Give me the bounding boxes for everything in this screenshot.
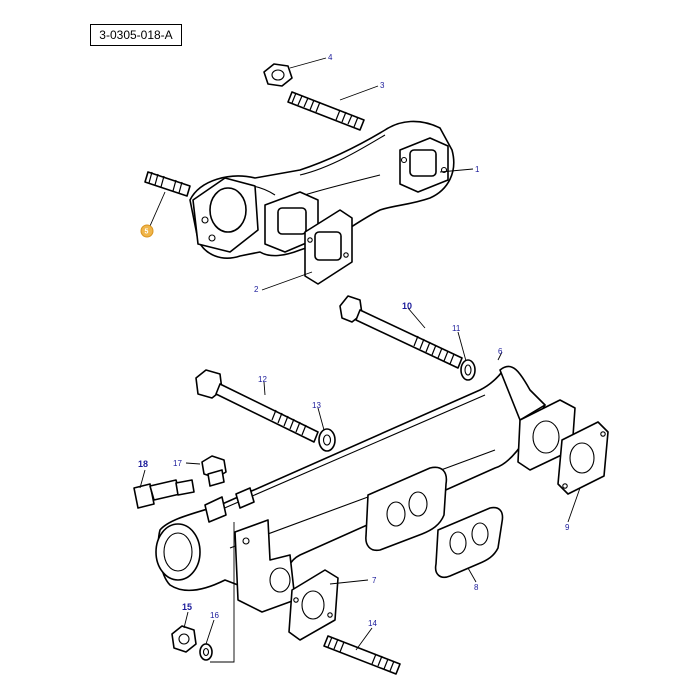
callout-16: 16 xyxy=(210,611,219,620)
part-11-washer[interactable] xyxy=(460,359,476,381)
diagram-reference-code: 3-0305-018-A xyxy=(90,24,182,46)
part-16-washer[interactable] xyxy=(199,643,213,661)
part-4-nut[interactable] xyxy=(263,63,293,87)
callout-17: 17 xyxy=(173,459,182,468)
callout-18: 18 xyxy=(138,459,148,469)
callout-13: 13 xyxy=(312,401,321,410)
callout-5-highlighted[interactable]: 5 xyxy=(140,224,154,238)
part-12-bolt[interactable] xyxy=(195,369,319,443)
part-1-upper-manifold[interactable] xyxy=(189,120,455,259)
callout-7: 7 xyxy=(372,576,377,585)
part-14-stud[interactable] xyxy=(323,635,401,675)
callout-12: 12 xyxy=(258,375,267,384)
part-8-gasket[interactable] xyxy=(434,506,504,579)
callout-labels: 4 3 1 2 6 10 11 12 13 7 8 9 14 15 16 17 … xyxy=(138,53,570,628)
callout-2: 2 xyxy=(254,285,259,294)
callout-1: 1 xyxy=(475,165,480,174)
part-10-bolt[interactable] xyxy=(339,295,463,369)
callout-11: 11 xyxy=(452,324,461,333)
part-13-washer[interactable] xyxy=(318,428,336,452)
part-3-stud[interactable] xyxy=(287,91,365,131)
callout-9: 9 xyxy=(565,523,570,532)
callout-15: 15 xyxy=(182,602,192,612)
part-15-nut[interactable] xyxy=(171,625,197,653)
part-9-gasket[interactable] xyxy=(557,421,609,495)
callout-5: 5 xyxy=(145,229,149,236)
part-7-gasket[interactable] xyxy=(288,569,339,641)
part-2-gasket[interactable] xyxy=(304,209,353,285)
part-17-plug[interactable] xyxy=(201,455,227,487)
callout-14: 14 xyxy=(368,619,377,628)
callout-3: 3 xyxy=(380,81,385,90)
callout-4: 4 xyxy=(328,53,333,62)
callout-10: 10 xyxy=(402,301,412,311)
callout-8: 8 xyxy=(474,583,479,592)
leader-lines xyxy=(139,57,581,663)
part-5-stud[interactable] xyxy=(144,171,191,197)
part-18-sensor[interactable] xyxy=(133,479,195,509)
part-6-lower-manifold[interactable] xyxy=(155,365,576,613)
callout-6: 6 xyxy=(498,347,503,356)
